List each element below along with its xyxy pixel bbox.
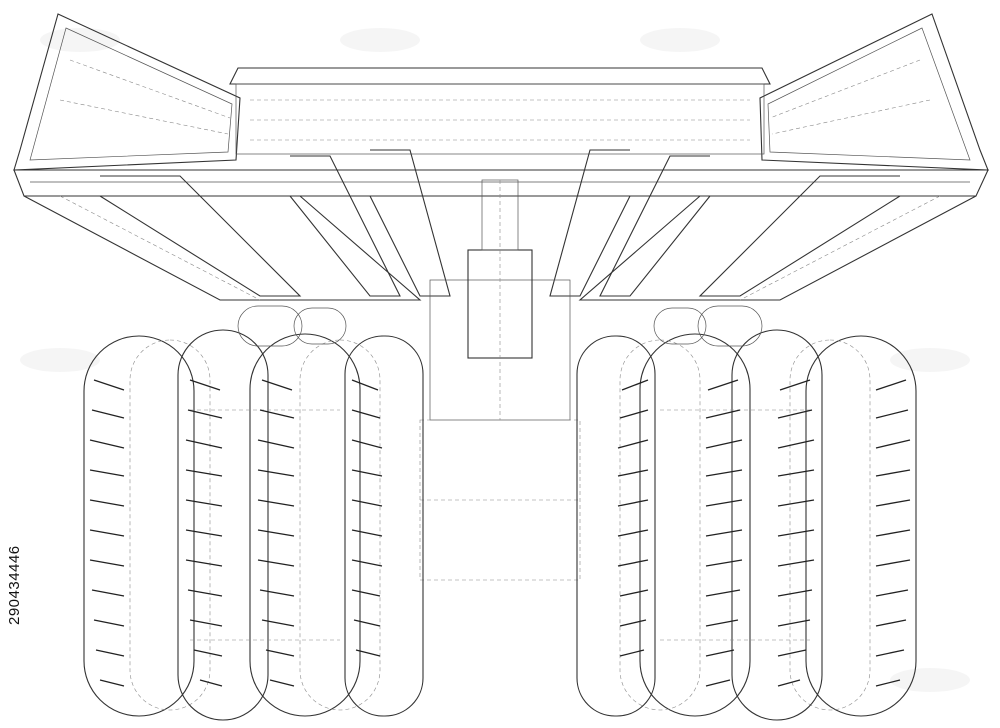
right-rear-tires [576,305,917,721]
watermark-pattern [20,28,970,692]
dump-body [13,13,989,581]
stock-image-id: 290434446 [6,545,23,625]
left-rear-tires [83,305,424,721]
